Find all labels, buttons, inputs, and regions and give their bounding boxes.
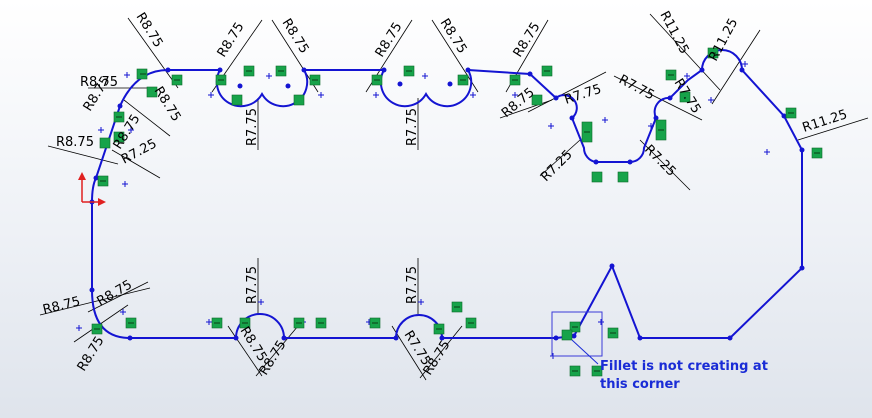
dimension-label: R8.75	[80, 75, 118, 90]
dimension-leaders	[39, 13, 869, 381]
dimension-label: R8.75	[373, 20, 406, 60]
dimension-label: R7.75	[616, 72, 657, 103]
dimension-label: R8.75	[215, 20, 248, 60]
annotation-note: Fillet is not creating at this corner	[571, 339, 768, 392]
dimension-label: R8.75	[279, 16, 312, 56]
dimension-label: R8.75	[75, 334, 108, 374]
dimension-label: R8.75	[151, 84, 184, 124]
dimension-label: R8.75	[41, 294, 81, 318]
sketch-points[interactable]	[89, 67, 805, 341]
dimension-label: R8.75	[133, 10, 166, 50]
dimension-label: R7.75	[405, 266, 420, 304]
dimension-label: R8.75	[437, 16, 470, 56]
dimension-label: R7.75	[671, 76, 704, 116]
dimension-label: R7.75	[563, 82, 604, 108]
dimension-labels[interactable]: R8.75 R8.75 R8.75 R8.75 R8.75 R8.75 R8.7…	[41, 9, 849, 378]
origin-icon	[78, 172, 106, 206]
dimension-label: R8.75	[95, 277, 135, 309]
selection-box[interactable]	[551, 311, 603, 357]
note-line-2: this corner	[600, 377, 680, 392]
sketch-profile[interactable]	[91, 49, 803, 339]
dimension-label: R7.75	[245, 108, 260, 146]
dimension-label: R7.75	[405, 108, 420, 146]
relation-glyphs[interactable]	[91, 47, 823, 377]
dimension-label: R11.25	[656, 9, 691, 57]
dimension-label: R8.75	[56, 135, 94, 150]
dimension-label: R7.25	[538, 147, 575, 184]
dimension-label: R7.75	[245, 266, 260, 304]
dimension-label: R8.75	[511, 20, 544, 60]
center-marks	[76, 61, 770, 359]
note-line-1: Fillet is not creating at	[600, 359, 768, 374]
dimension-label: R7.25	[641, 142, 678, 179]
